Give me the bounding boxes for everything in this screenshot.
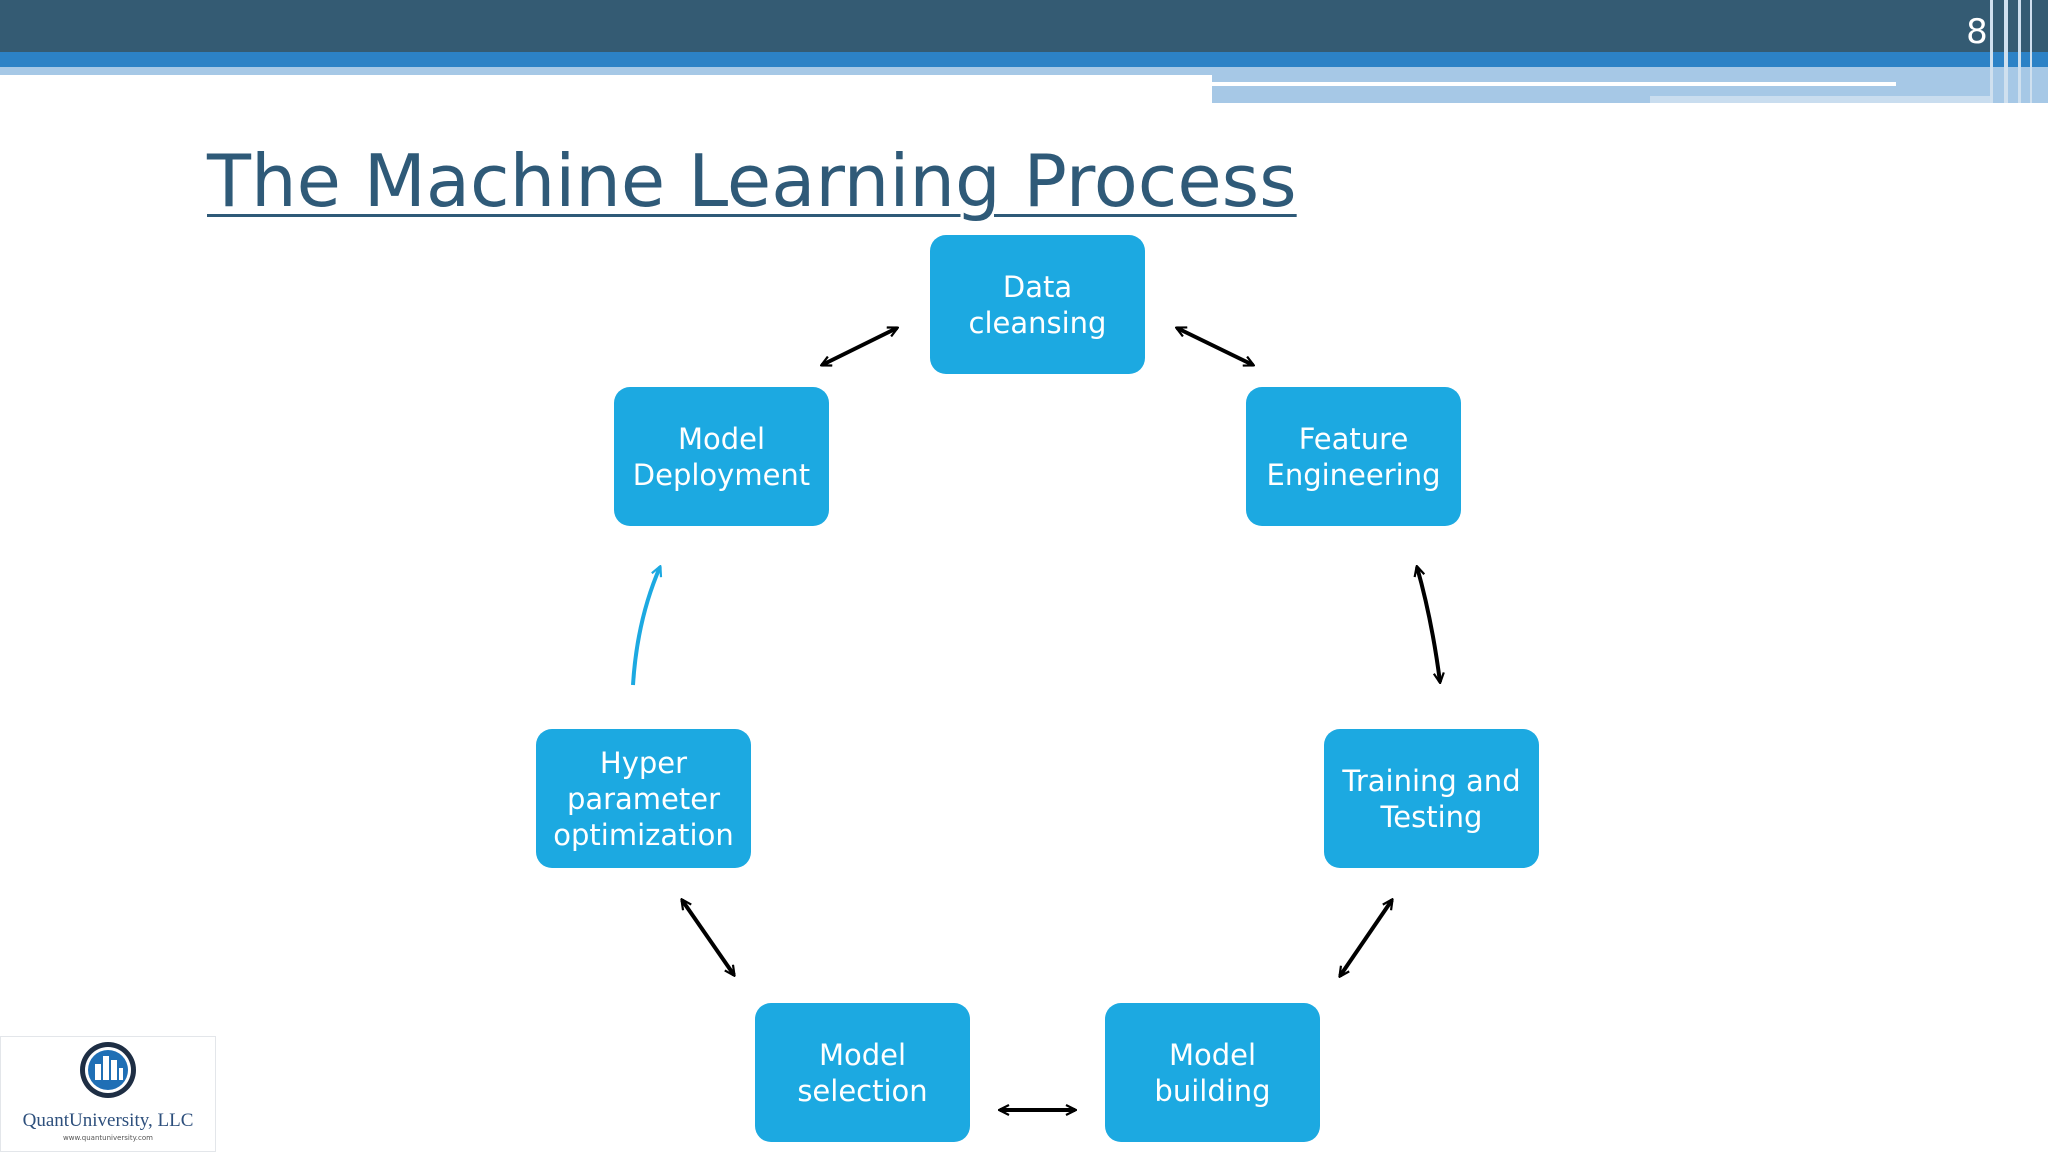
node-hyperparameter-optimization: Hyper parameter optimization (536, 729, 751, 868)
header-bar-light-left (0, 67, 1212, 75)
arrow-feature-training (1417, 567, 1440, 682)
header-vline-4 (2030, 0, 2032, 103)
slide-number: 8 (1966, 12, 1988, 52)
arrow-deployment-cleansing (822, 326, 897, 367)
header-vline-3 (2018, 0, 2021, 103)
arrow-cleansing-feature (1177, 326, 1253, 367)
arrow-training-building (1340, 900, 1392, 976)
logo-company-name: QuantUniversity, LLC (22, 1110, 194, 1131)
node-training-testing: Training and Testing (1324, 729, 1539, 868)
header-bar-dark (0, 0, 2048, 52)
slide-title: The Machine Learning Process (207, 139, 1297, 223)
header-vline-1 (1990, 0, 1993, 103)
node-data-cleansing: Data cleansing (930, 235, 1145, 374)
building-logo-icon (80, 1042, 136, 1098)
node-model-deployment: Model Deployment (614, 387, 829, 526)
header-stripe-white (1212, 82, 1896, 86)
node-model-building: Model building (1105, 1003, 1320, 1142)
arrow-hyper-deployment (631, 567, 660, 686)
arrow-selection-hyper (682, 900, 734, 975)
header-vline-2 (2004, 0, 2008, 103)
node-model-selection: Model selection (755, 1003, 970, 1142)
header-stripe-mid (1650, 96, 1990, 103)
logo-website: www.quantuniversity.com (63, 1134, 153, 1142)
node-feature-engineering: Feature Engineering (1246, 387, 1461, 526)
header-bar-blue (0, 52, 2048, 67)
